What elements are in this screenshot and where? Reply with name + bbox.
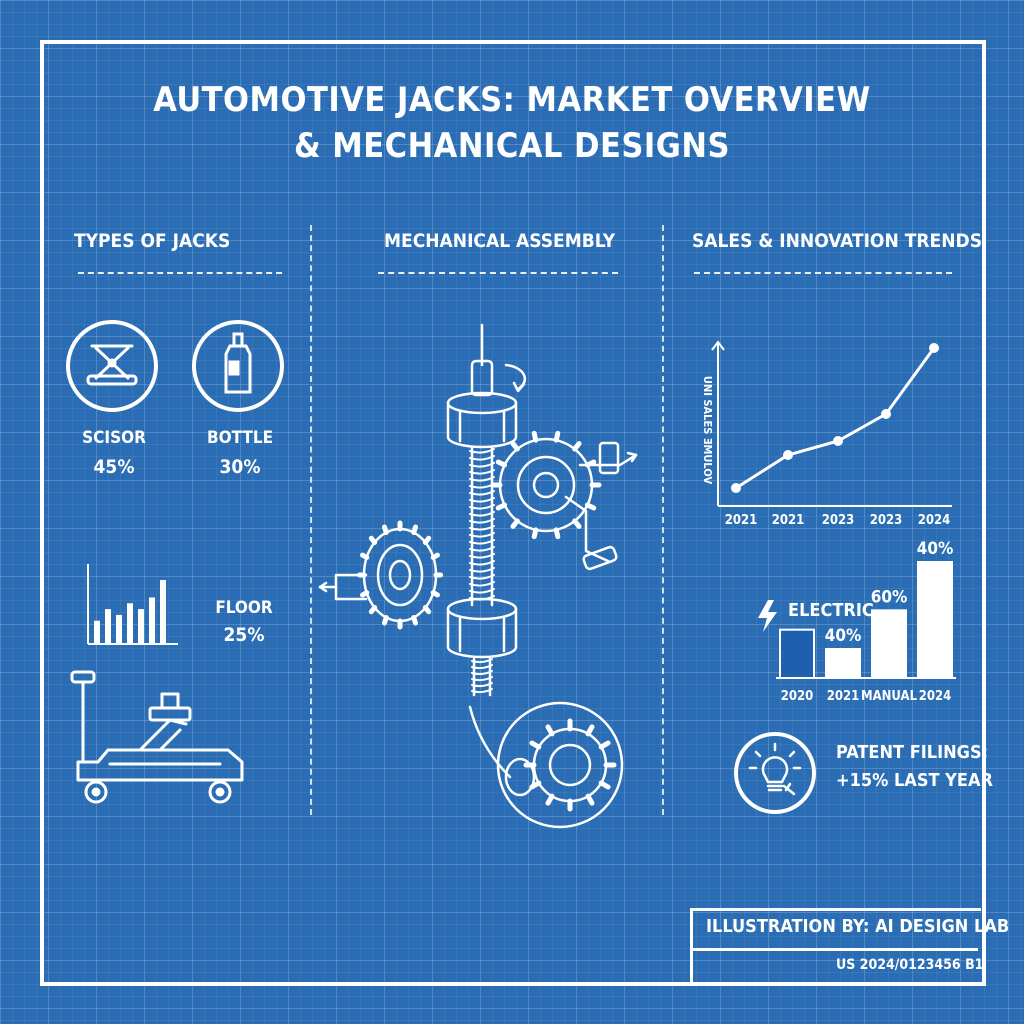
line-x-tick-label: 2021 xyxy=(725,513,758,528)
bar-2024 xyxy=(917,561,953,679)
patent-label: PATENT FILINGS: xyxy=(836,742,989,763)
section-title-trends: SALES & INNOVATION TRENDS xyxy=(692,230,983,252)
mini-bar xyxy=(105,609,111,644)
bar-x-tick-label: 2020 xyxy=(781,689,814,704)
mini-bar-chart xyxy=(87,564,178,645)
jack-share-bottle: 30% xyxy=(219,456,261,478)
blueprint-frame xyxy=(40,40,986,986)
jack-label-scissor: SCISOR xyxy=(82,428,146,448)
divider-types xyxy=(78,272,282,274)
bar-2020 xyxy=(779,628,815,679)
mini-bar xyxy=(160,580,166,644)
floor-jack-icon xyxy=(70,670,244,804)
bar-x-tick-label: 2021 xyxy=(827,689,860,704)
scissor-jack-icon xyxy=(66,320,158,412)
line-x-tick-label: 2023 xyxy=(870,513,903,528)
line-point xyxy=(731,483,741,493)
lightbulb-icon xyxy=(734,732,816,814)
credit-text: ILLUSTRATION BY: AI DESIGN LAB xyxy=(706,916,1010,937)
section-title-assembly: MECHANICAL ASSEMBLY xyxy=(384,230,616,252)
mini-bar xyxy=(138,609,144,644)
line-series-path xyxy=(735,347,936,490)
line-point xyxy=(833,436,843,446)
column-divider-right xyxy=(662,225,664,815)
line-x-tick-label: 2023 xyxy=(822,513,855,528)
bar-data-label: 40% xyxy=(917,539,954,559)
mini-bar xyxy=(94,620,100,644)
sales-line-chart: UNI SALES ƎMULOV 2021 2021 2023 2023 2024 xyxy=(701,340,952,528)
lightning-icon xyxy=(758,600,777,632)
line-chart-ylabel: UNI SALES ƎMULOV xyxy=(701,376,714,485)
line-point xyxy=(929,343,939,353)
mini-bar xyxy=(116,614,122,644)
y-axis-arrow xyxy=(711,340,725,351)
page-title-line-2: & MECHANICAL DESIGNS xyxy=(293,126,731,166)
line-point xyxy=(783,450,793,460)
divider-trends xyxy=(694,272,952,274)
credit-divider xyxy=(690,948,978,951)
bar-legend-electric: ELECTRIC xyxy=(788,600,874,621)
jack-label-floor: FLOOR xyxy=(215,598,273,618)
section-title-types: TYPES OF JACKS xyxy=(74,230,231,252)
electric-manual-bar-chart: 2020 2021 40% MANUAL 60% 2024 40% xyxy=(776,539,956,704)
bar-manual xyxy=(871,609,907,679)
patent-number: US 2024/0123456 B1 xyxy=(836,957,984,973)
bar-data-label: 60% xyxy=(871,587,908,607)
patent-value: +15% LAST YEAR xyxy=(836,770,993,791)
line-x-tick-label: 2021 xyxy=(772,513,805,528)
credit-box xyxy=(690,908,981,985)
bottle-jack-icon xyxy=(192,320,284,412)
line-point xyxy=(881,409,891,419)
jack-share-scissor: 45% xyxy=(93,456,135,478)
mini-bar xyxy=(149,597,155,644)
page-title-line-1: AUTOMOTIVE JACKS: MARKET OVERVIEW xyxy=(153,80,871,120)
bar-2021 xyxy=(825,648,861,679)
line-x-tick-label: 2024 xyxy=(918,513,951,528)
bar-x-tick-label: MANUAL xyxy=(861,689,918,704)
jack-share-floor: 25% xyxy=(223,624,265,646)
mechanical-assembly-diagram xyxy=(318,323,638,829)
jack-label-bottle: BOTTLE xyxy=(206,428,274,448)
bar-data-label: 40% xyxy=(825,626,862,646)
mini-bar xyxy=(127,603,133,644)
column-divider-left xyxy=(310,225,312,815)
divider-assembly xyxy=(378,272,618,274)
bar-x-tick-label: 2024 xyxy=(919,689,952,704)
